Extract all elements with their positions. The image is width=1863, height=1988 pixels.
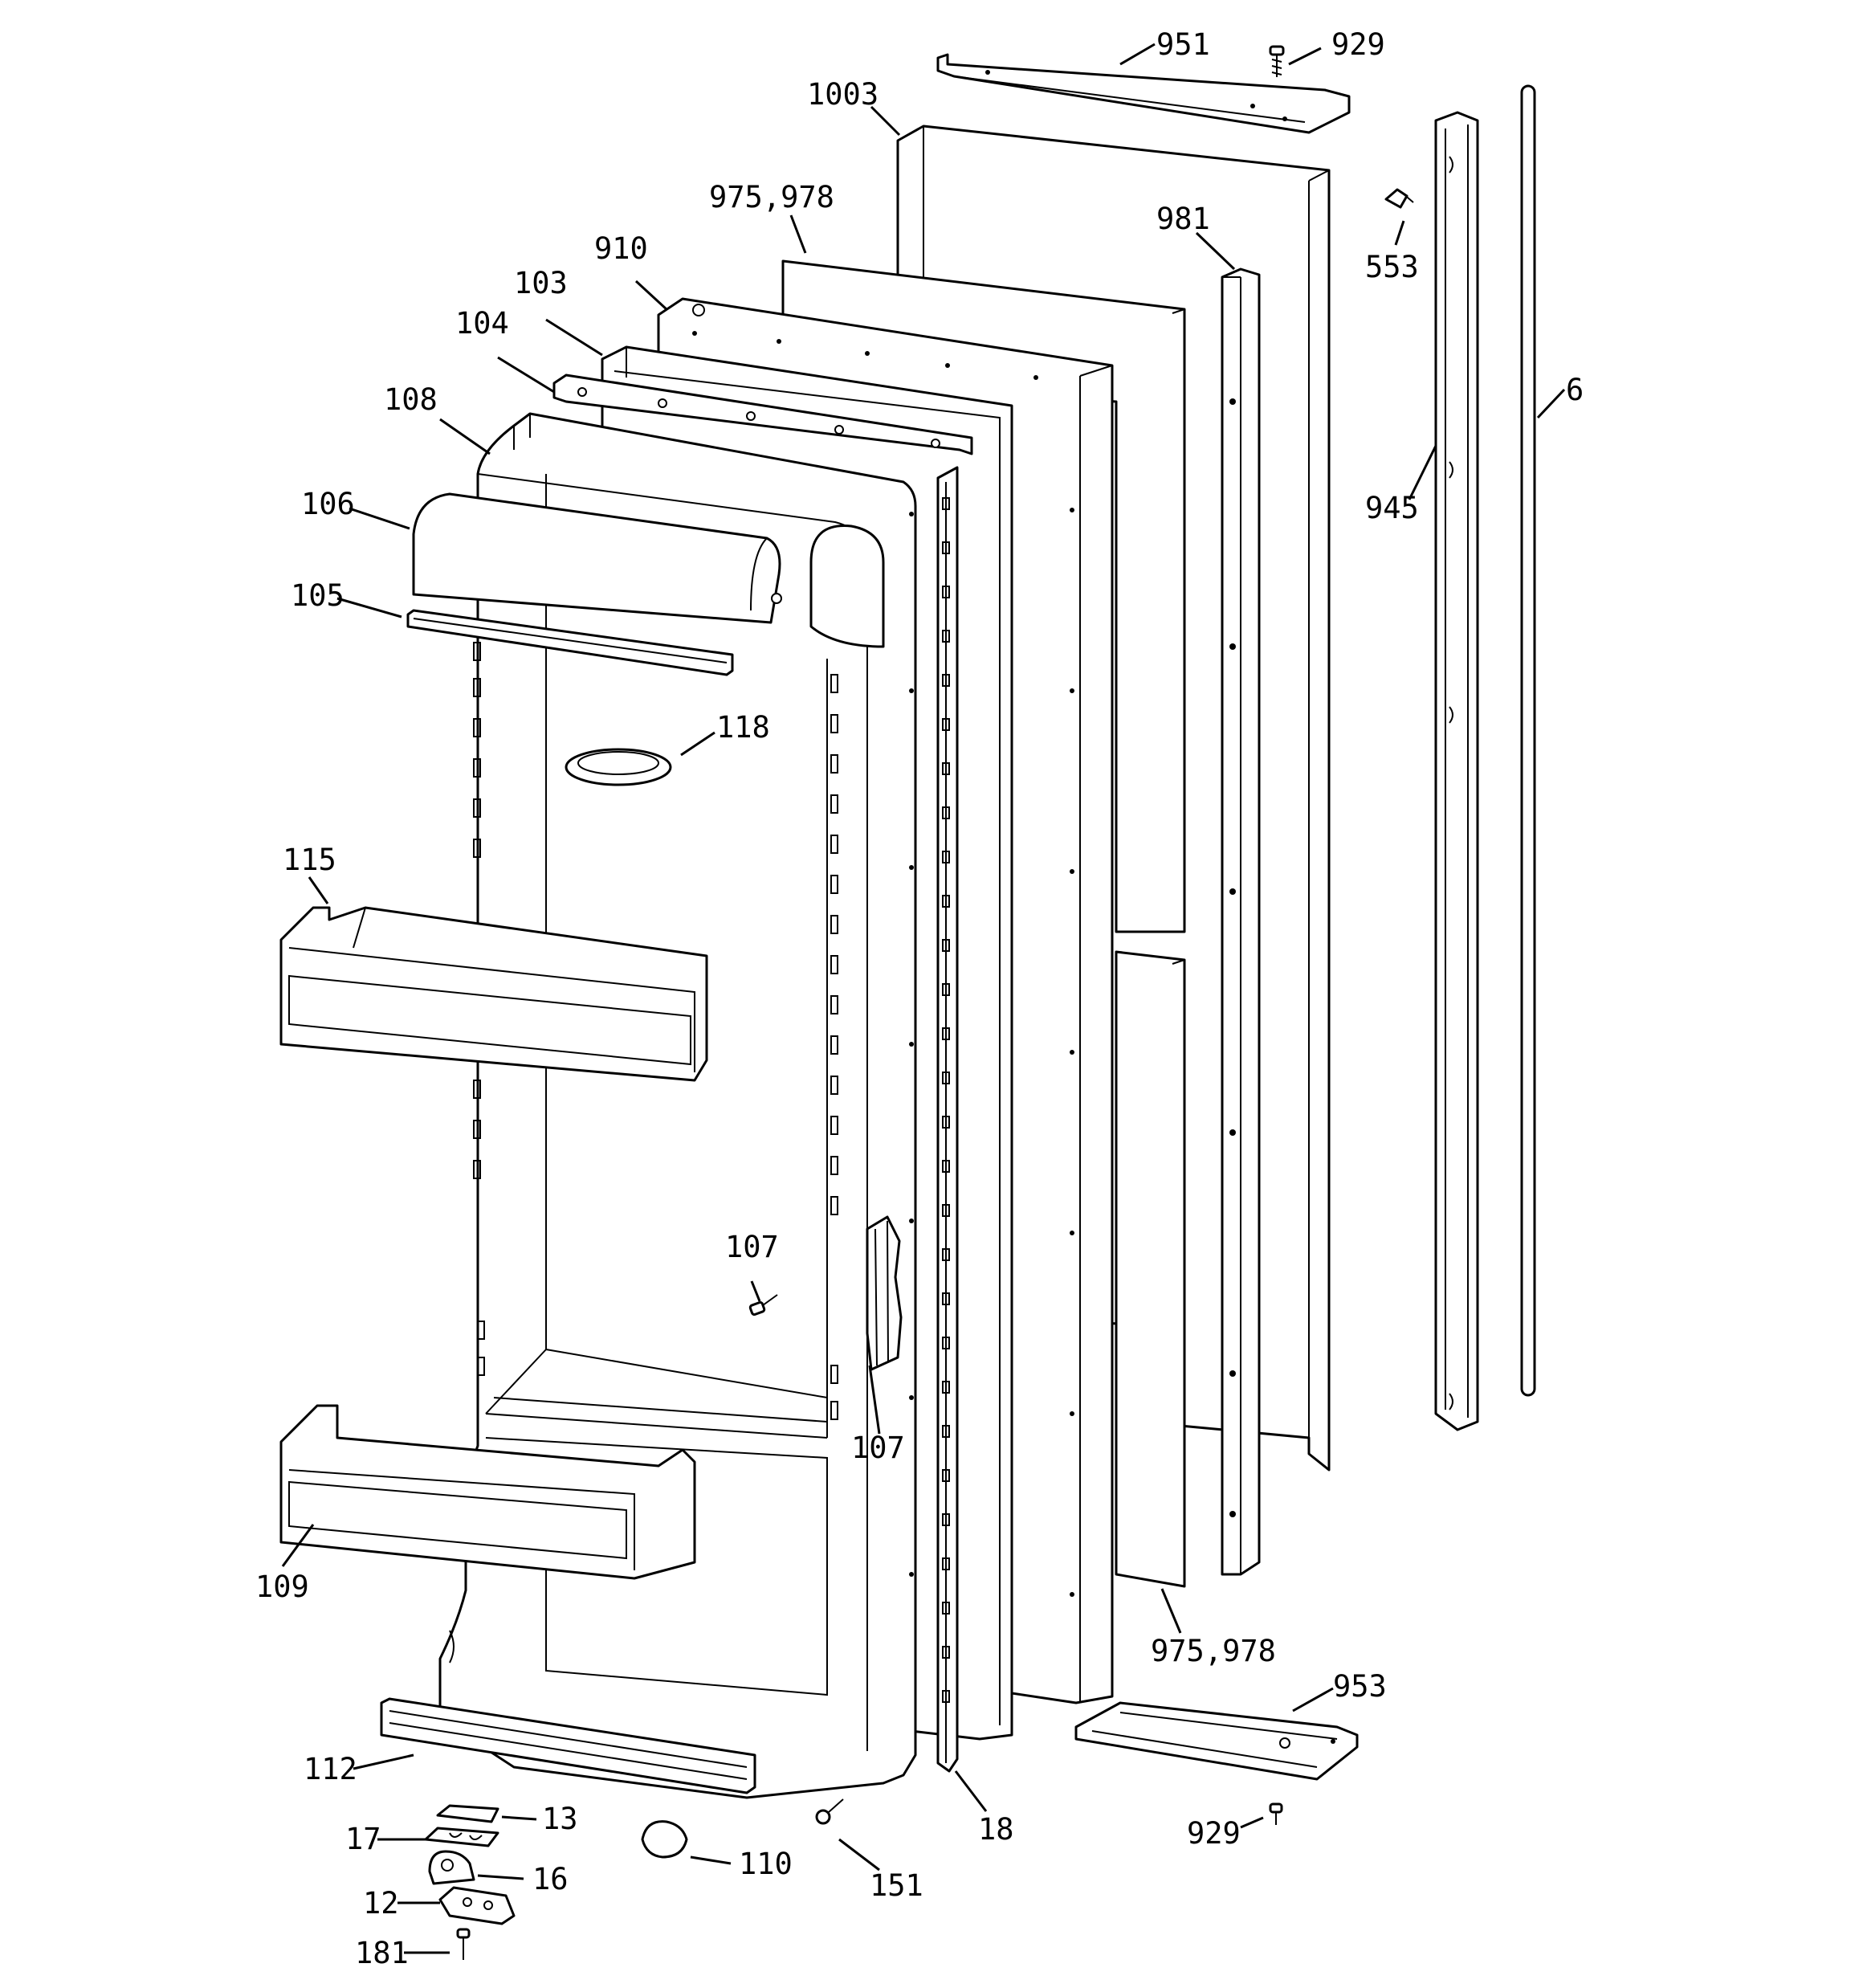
- part-107-screw: [748, 1294, 778, 1316]
- part-118-oval-tray: [565, 748, 672, 786]
- part-929-bottom-screw: [1269, 1802, 1283, 1825]
- label-107-hinge: 107: [851, 1431, 905, 1465]
- part-115-door-bin: [279, 906, 708, 1082]
- label-975-978-bottom: 975,978: [1151, 1634, 1276, 1668]
- label-118: 118: [716, 710, 770, 745]
- part-6-rod: [1520, 84, 1536, 1397]
- label-112: 112: [304, 1752, 357, 1786]
- part-labels: 951 929 1003 975,978 981 553 910 103 104…: [255, 27, 1584, 1970]
- part-953-bottom-bracket: [1074, 1701, 1359, 1781]
- leader-lines: [281, 43, 1566, 1954]
- label-975-978-top: 975,978: [709, 180, 834, 214]
- label-103: 103: [514, 266, 568, 300]
- label-12: 12: [363, 1886, 399, 1921]
- label-1003: 1003: [807, 77, 879, 112]
- part-18-gasket-strip: [936, 466, 959, 1773]
- label-104: 104: [455, 306, 509, 341]
- part-929-top-screw: [1269, 45, 1285, 77]
- gasket-strip-holes: [942, 497, 950, 1703]
- liner-top-hump: [809, 525, 885, 648]
- label-553: 553: [1365, 250, 1419, 284]
- part-151-screw: [815, 1798, 844, 1825]
- part-13-hinge-plate: [436, 1804, 499, 1823]
- part-112-bottom-rail: [380, 1697, 756, 1794]
- part-945-trim: [1434, 111, 1479, 1431]
- part-105-rail: [406, 609, 734, 676]
- label-106: 106: [301, 487, 355, 521]
- label-6: 6: [1566, 373, 1584, 407]
- part-981-vertical-trim: [1221, 267, 1261, 1576]
- label-115: 115: [283, 843, 336, 877]
- label-181: 181: [355, 1936, 409, 1970]
- label-17: 17: [345, 1822, 381, 1856]
- liner-slots-left: [473, 642, 485, 1376]
- label-16: 16: [532, 1862, 569, 1896]
- label-151: 151: [870, 1868, 923, 1903]
- part-975-978-lower-panel: [1115, 950, 1186, 1588]
- label-109: 109: [255, 1570, 309, 1604]
- part-110-cap: [641, 1820, 688, 1859]
- label-108: 108: [384, 382, 438, 417]
- part-109-door-bin: [279, 1404, 696, 1580]
- label-929-top: 929: [1331, 27, 1385, 62]
- label-951: 951: [1156, 27, 1210, 62]
- label-107-screw: 107: [725, 1230, 779, 1264]
- part-553-screw: [1384, 188, 1414, 209]
- part-12-hinge-bracket: [438, 1886, 516, 1925]
- label-945: 945: [1365, 491, 1419, 525]
- liner-slots-right: [830, 674, 838, 1420]
- label-929-bottom: 929: [1187, 1816, 1241, 1851]
- part-17-shim: [424, 1827, 499, 1847]
- label-953: 953: [1333, 1669, 1387, 1704]
- label-105: 105: [291, 578, 344, 613]
- label-110: 110: [739, 1847, 793, 1881]
- part-104-breaker-strip: [552, 374, 973, 455]
- part-107-hinge-bracket: [866, 1215, 903, 1371]
- part-106-dairy-door: [412, 492, 782, 624]
- part-181-screw: [456, 1928, 471, 1960]
- label-13: 13: [542, 1802, 578, 1836]
- label-981: 981: [1156, 202, 1210, 236]
- part-951-top-bracket: [936, 53, 1351, 134]
- label-18: 18: [978, 1812, 1014, 1847]
- part-16-hinge-cam: [428, 1850, 475, 1885]
- label-910: 910: [594, 231, 648, 266]
